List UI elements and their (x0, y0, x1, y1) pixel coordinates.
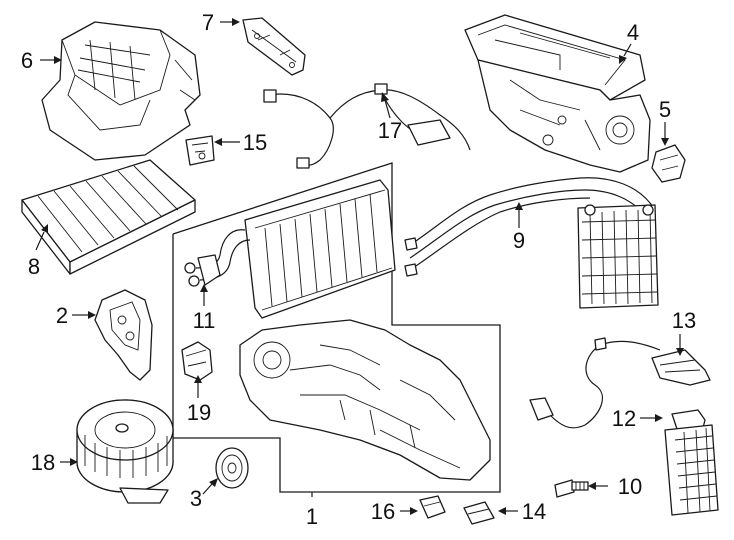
part-18-blower-motor[interactable] (76, 399, 174, 504)
callout-4: 4 (627, 20, 639, 45)
callout-12: 12 (612, 406, 636, 431)
callout-13: 13 (672, 308, 696, 333)
part-15-clip[interactable] (185, 135, 215, 166)
part-11-pipe-fitting[interactable] (184, 229, 251, 287)
callout-19: 19 (187, 400, 211, 425)
part-7-bracket[interactable] (242, 17, 306, 76)
callout-8: 8 (28, 254, 40, 279)
part-10-bolt[interactable] (554, 479, 589, 498)
callout-6: 6 (21, 48, 33, 73)
callout-5: 5 (659, 97, 671, 122)
callout-7: 7 (202, 10, 214, 35)
leaders (35, 18, 684, 515)
part-13-harness[interactable] (529, 337, 711, 429)
callout-17: 17 (378, 118, 402, 143)
part-14-connector[interactable] (463, 501, 495, 525)
callout-10: 10 (618, 474, 642, 499)
part-1-hvac-case[interactable] (239, 319, 491, 481)
part-3-wheel[interactable] (215, 447, 249, 489)
evaporator-core[interactable] (244, 179, 396, 319)
callout-labels: 1 2 3 4 5 6 7 8 9 10 11 12 13 14 15 16 1… (21, 10, 696, 529)
part-9-heater-core[interactable] (404, 177, 659, 309)
callout-9: 9 (513, 228, 525, 253)
part-12-heater-element[interactable] (664, 409, 719, 516)
callout-11: 11 (193, 308, 216, 333)
callout-14: 14 (522, 499, 546, 524)
part-4-case-upper[interactable] (464, 14, 651, 173)
callout-2: 2 (56, 303, 68, 328)
callout-15: 15 (243, 130, 267, 155)
part-19-bracket[interactable] (181, 341, 213, 381)
assembly-box-outline (172, 162, 501, 493)
part-6-housing-upper[interactable] (41, 21, 201, 161)
part-5-actuator[interactable] (651, 144, 686, 183)
callout-18: 18 (31, 450, 55, 475)
part-16-connector[interactable] (419, 495, 446, 519)
callout-1: 1 (306, 504, 318, 529)
part-17-wiring-harness[interactable] (263, 83, 471, 169)
callout-16: 16 (371, 499, 395, 524)
part-2-gasket[interactable] (94, 289, 153, 381)
callout-3: 3 (190, 486, 202, 511)
part-8-cabin-filter[interactable] (21, 159, 196, 275)
